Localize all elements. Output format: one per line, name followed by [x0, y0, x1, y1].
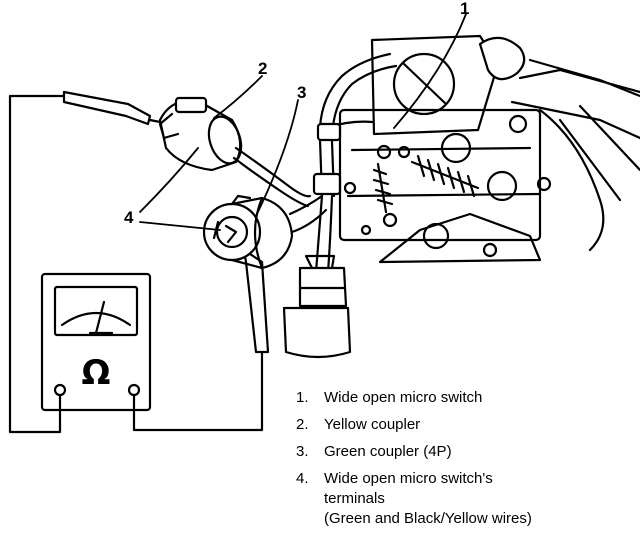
legend-item-text: Green coupler (4P) — [324, 443, 452, 460]
legend-item-number: 3. — [296, 443, 309, 460]
leader-line-2 — [213, 75, 263, 119]
legend-item-text: Yellow coupler — [324, 416, 421, 433]
legend-item-text: Wide open micro switch's — [324, 470, 493, 487]
legend: 1. Wide open micro switch 2. Yellow coup… — [296, 388, 636, 536]
callout-1: 1 — [460, 0, 470, 18]
legend-item-number: 2. — [296, 416, 309, 433]
leader-line-1 — [393, 13, 467, 129]
ohmmeter — [40, 272, 152, 412]
carburetor-assembly — [338, 34, 640, 264]
leader-line-4a — [139, 147, 199, 213]
green-coupler — [202, 194, 328, 270]
legend-item-text-block: Wide open micro switch's terminals (Gree… — [324, 469, 636, 529]
leader-line-3 — [255, 99, 299, 217]
legend-item-text: Wide open micro switch — [324, 389, 483, 406]
leader-lines — [139, 13, 467, 231]
legend-item: 4. Wide open micro switch's terminals (G… — [296, 469, 636, 529]
wire-harness — [312, 52, 398, 274]
meter-lead-right — [132, 236, 270, 432]
legend-item: 2. Yellow coupler — [296, 415, 636, 435]
leader-line-4b — [139, 221, 221, 231]
legend-item: 1. Wide open micro switch — [296, 388, 636, 408]
callout-3: 3 — [297, 83, 307, 102]
connector-plug — [282, 254, 352, 359]
legend-item-number: 4. — [296, 470, 309, 487]
legend-item-number: 1. — [296, 389, 309, 406]
legend-item: 3. Green coupler (4P) — [296, 442, 636, 462]
callout-2: 2 — [258, 59, 268, 78]
legend-item-text-line2: terminals — [324, 490, 385, 507]
ohm-symbol: Ω — [82, 353, 111, 393]
legend-item-text-line3: (Green and Black/Yellow wires) — [324, 510, 532, 527]
yellow-coupler — [158, 96, 312, 208]
callout-4: 4 — [124, 208, 134, 227]
